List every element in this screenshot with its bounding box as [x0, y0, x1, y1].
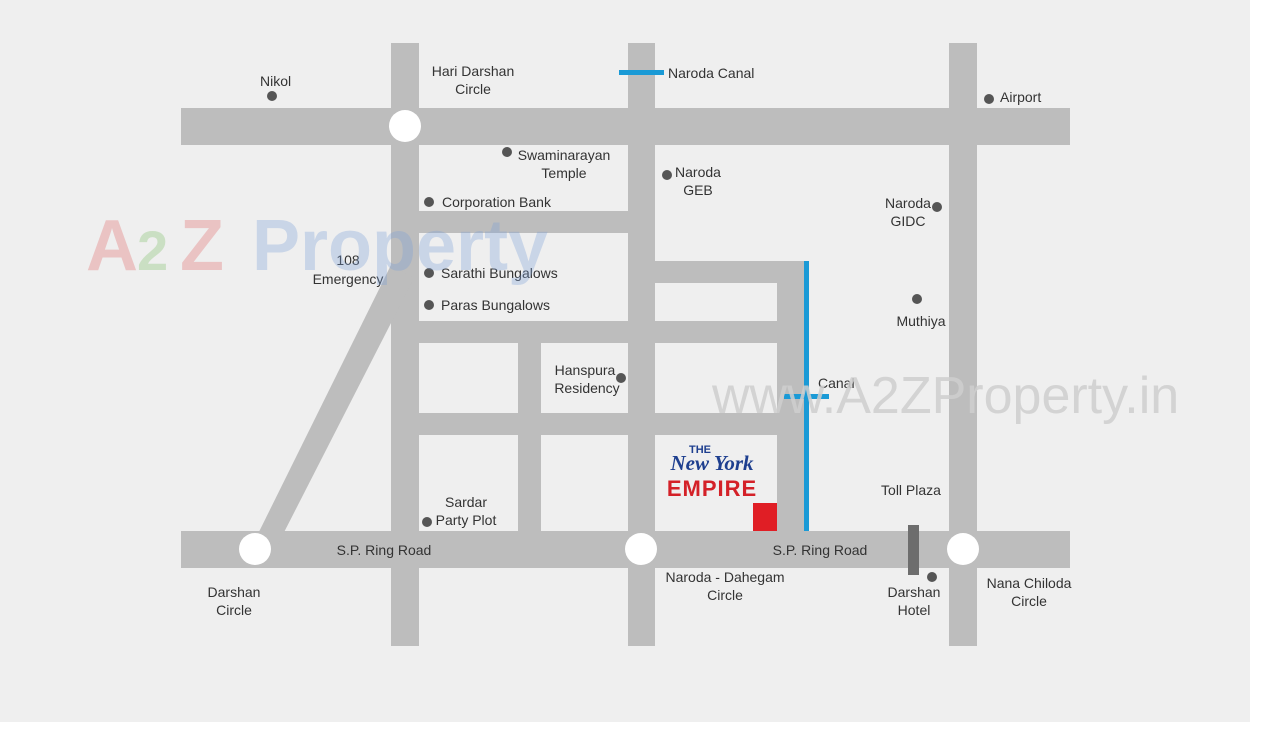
- label-corporation-bank: Corporation Bank: [442, 194, 552, 210]
- junction-circles: [239, 110, 979, 565]
- project-logo-new-york: New York: [669, 451, 754, 475]
- marker-darshan-hotel: [927, 572, 937, 582]
- marker-corporation-bank: [424, 197, 434, 207]
- canals: [619, 70, 829, 531]
- label-darshan-hotel-1: Darshan: [888, 584, 941, 600]
- marker-sardar: [422, 517, 432, 527]
- marker-hanspura: [616, 373, 626, 383]
- project-logo-empire: EMPIRE: [667, 476, 757, 501]
- label-sp-ring-road-right: S.P. Ring Road: [773, 542, 868, 558]
- watermark-logo-a: A: [86, 206, 138, 286]
- place-labels: Nikol Hari Darshan Circle Naroda Canal A…: [208, 63, 1072, 618]
- road-inner-lane-middle: [419, 321, 777, 343]
- label-nana-chiloda-1: Nana Chiloda: [987, 575, 1072, 591]
- marker-nikol: [267, 91, 277, 101]
- label-hari-darshan-1: Hari Darshan: [432, 63, 514, 79]
- road-inner-vertical-right: [777, 283, 806, 531]
- watermark-logo: A 2 Z Property: [86, 206, 548, 286]
- project-location-marker: [753, 503, 777, 531]
- label-hanspura-1: Hanspura: [555, 362, 616, 378]
- watermark-logo-z: Z: [180, 206, 224, 286]
- watermark-logo-property: Property: [252, 206, 548, 286]
- label-darshan-hotel-2: Hotel: [898, 602, 931, 618]
- marker-swaminarayan: [502, 147, 512, 157]
- label-canal: Canal: [818, 375, 855, 391]
- label-nikol: Nikol: [260, 73, 291, 89]
- label-naroda-geb-2: GEB: [683, 182, 713, 198]
- junction-nana-chiloda: [947, 533, 979, 565]
- label-naroda-canal: Naroda Canal: [668, 65, 754, 81]
- label-sardar-2: Party Plot: [436, 512, 497, 528]
- label-naroda-dahegam-2: Circle: [707, 587, 743, 603]
- label-naroda-gidc-2: GIDC: [891, 213, 926, 229]
- marker-muthiya: [912, 294, 922, 304]
- label-airport: Airport: [1000, 89, 1041, 105]
- label-emergency-1: 108: [336, 252, 360, 268]
- label-naroda-dahegam-1: Naroda - Dahegam: [665, 569, 784, 585]
- road-inner-lane-top: [655, 261, 806, 283]
- project-logo-the: THE: [689, 444, 711, 456]
- label-hari-darshan-2: Circle: [455, 81, 491, 97]
- label-swaminarayan-2: Temple: [541, 165, 586, 181]
- label-hanspura-2: Residency: [554, 380, 619, 396]
- marker-naroda-geb: [662, 170, 672, 180]
- label-darshan-circle-2: Circle: [216, 602, 252, 618]
- junction-naroda-dahegam: [625, 533, 657, 565]
- toll-plaza-bar: [908, 525, 919, 575]
- label-paras: Paras Bungalows: [441, 297, 550, 313]
- label-darshan-circle-1: Darshan: [208, 584, 261, 600]
- label-emergency-2: Emergency: [313, 271, 384, 287]
- marker-naroda-gidc: [932, 202, 942, 212]
- road-left-vertical: [391, 43, 419, 646]
- place-markers: [267, 91, 994, 582]
- label-naroda-gidc-1: Naroda: [885, 195, 931, 211]
- junction-darshan-circle: [239, 533, 271, 565]
- label-sardar-1: Sardar: [445, 494, 487, 510]
- label-muthiya: Muthiya: [896, 313, 945, 329]
- watermark-url: www.A2ZProperty.in: [711, 367, 1179, 425]
- junction-hari-darshan: [389, 110, 421, 142]
- label-sp-ring-road-left: S.P. Ring Road: [337, 542, 432, 558]
- label-naroda-geb-1: Naroda: [675, 164, 721, 180]
- watermark-logo-2: 2: [137, 219, 168, 282]
- roads: [181, 43, 1070, 646]
- marker-paras: [424, 300, 434, 310]
- location-map: THE New York EMPIRE Nikol Hari Darshan C…: [0, 0, 1250, 722]
- road-hanspura-vertical: [518, 343, 541, 531]
- label-toll-plaza: Toll Plaza: [881, 482, 941, 498]
- canal-crossing: [784, 394, 829, 399]
- road-diagonal: [251, 265, 414, 548]
- label-sarathi: Sarathi Bungalows: [441, 265, 558, 281]
- naroda-canal-bar: [619, 70, 664, 75]
- project-logo: THE New York EMPIRE: [667, 444, 757, 501]
- road-corporation-bank-lane: [419, 211, 628, 233]
- road-north-horizontal: [181, 108, 1070, 145]
- label-nana-chiloda-2: Circle: [1011, 593, 1047, 609]
- label-swaminarayan-1: Swaminarayan: [518, 147, 611, 163]
- road-inner-lane-lower: [419, 413, 777, 435]
- marker-airport: [984, 94, 994, 104]
- marker-sarathi: [424, 268, 434, 278]
